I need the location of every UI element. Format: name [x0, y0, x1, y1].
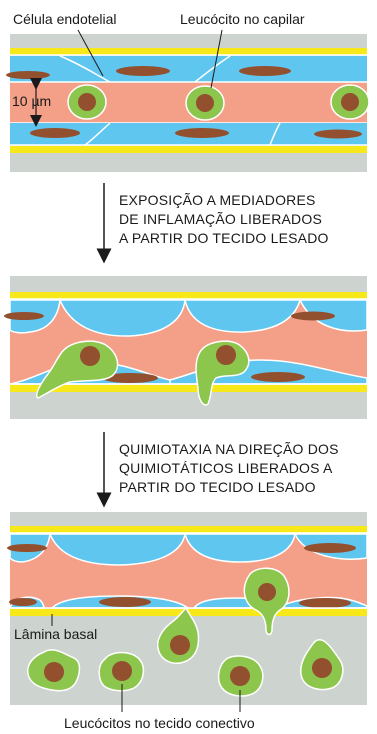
label-endothelial-cell: Célula endotelial: [13, 11, 117, 27]
leukocyte: [67, 84, 107, 120]
leukocyte-rolling: [195, 340, 250, 406]
endothelial-nucleus: [239, 66, 291, 76]
endothelial-nucleus: [4, 312, 44, 320]
endothelial-nucleus: [175, 128, 229, 138]
endothelial-nucleus: [304, 543, 356, 553]
endothelial-nucleus: [9, 598, 37, 606]
step-2-line: QUIMIOTÁTICOS LIBERADOS A: [119, 460, 333, 476]
basal-lamina-top: [10, 526, 367, 533]
step-2-line: PARTIR DO TECIDO LESADO: [119, 479, 316, 495]
leukocyte-tissue: [299, 639, 344, 691]
step-1-line: DE INFLAMAÇÃO LIBERADOS: [119, 211, 322, 227]
endothelial-nucleus: [6, 71, 50, 79]
label-basal-lamina: Lâmina basal: [14, 626, 97, 642]
leader-line: [77, 29, 104, 77]
leukocyte-transmigrating: [243, 567, 290, 636]
panel-diapedesis: [7, 512, 368, 705]
endothelial-nucleus: [102, 373, 158, 383]
endothelial-nucleus: [251, 372, 305, 382]
endothelial-nucleus: [291, 311, 335, 321]
label-leukocyte-capillary: Leucócito no capilar: [180, 11, 305, 27]
endothelium-top: [184, 299, 301, 333]
step-1-line: A PARTIR DO TECIDO LESADO: [119, 230, 329, 246]
basal-lamina-top: [10, 48, 367, 55]
basal-lamina-bottom: [10, 385, 367, 392]
endothelial-nucleus: [314, 129, 362, 139]
basal-lamina-bottom: [10, 146, 367, 153]
endothelial-nucleus: [99, 597, 151, 607]
panel-normal-capillary: 10 µm: [6, 34, 370, 172]
leukocyte-transmigrating: [156, 606, 200, 664]
endothelium-top: [58, 299, 186, 337]
endothelium-top: [184, 533, 296, 563]
step-2-line: QUIMIOTAXIA NA DIREÇÃO DOS: [119, 441, 339, 457]
endothelium-top: [10, 56, 367, 82]
panel-margination: [4, 276, 368, 419]
endothelium-top: [48, 533, 186, 566]
leukocyte-rolling: [36, 340, 119, 399]
leukocyte: [330, 84, 370, 120]
label-leukocytes-tissue: Leucócitos no tecido conectivo: [64, 715, 255, 731]
basal-lamina-top: [10, 292, 367, 299]
endothelial-nucleus: [30, 128, 80, 138]
scale-label: 10 µm: [12, 93, 51, 109]
endothelial-nucleus: [116, 66, 170, 76]
endothelial-nucleus: [7, 544, 47, 552]
leukocyte-tissue: [26, 649, 81, 692]
leader-line: [210, 29, 223, 89]
leukocyte-tissue: [98, 651, 145, 692]
leukocyte: [185, 85, 225, 121]
endothelial-nucleus: [299, 598, 351, 608]
leukocyte-tissue: [217, 655, 264, 697]
step-1-line: EXPOSIÇÃO A MEDIADORES: [119, 192, 316, 208]
